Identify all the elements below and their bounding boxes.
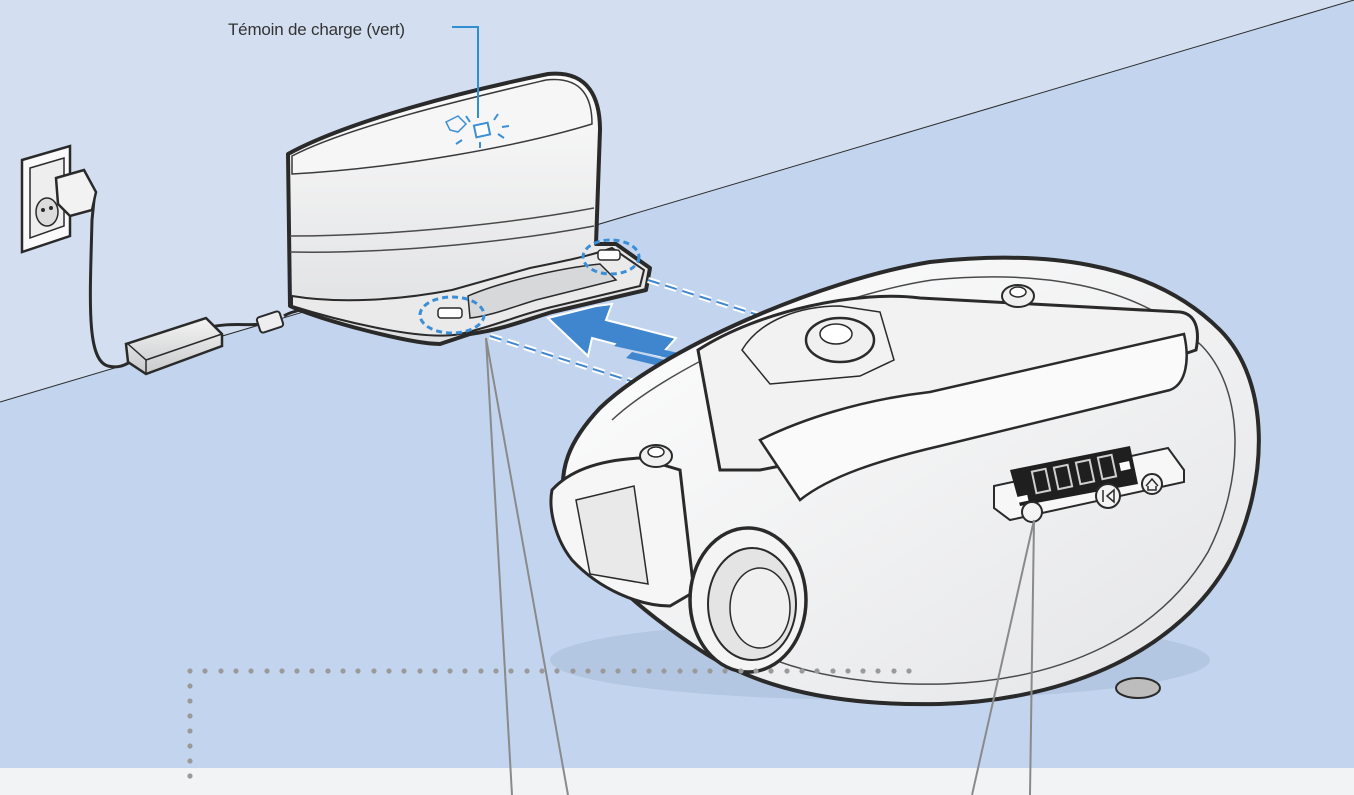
frame-dot <box>845 668 851 674</box>
wall-floor-edge <box>0 0 1354 403</box>
pointer-lines <box>485 337 1035 795</box>
frame-dot <box>187 773 193 779</box>
frame-dot <box>508 668 514 674</box>
frame-dot <box>524 668 530 674</box>
frame-dot <box>646 668 652 674</box>
charging-dock <box>286 71 652 346</box>
frame-dot <box>187 758 193 764</box>
frame-dot <box>799 668 805 674</box>
frame-dot <box>187 698 193 704</box>
frame-dot <box>692 668 698 674</box>
frame-dot <box>447 668 453 674</box>
frame-dot <box>875 668 881 674</box>
frame-dot <box>325 668 331 674</box>
frame-dot <box>340 668 346 674</box>
frame-dot <box>906 668 912 674</box>
power-adapter <box>124 316 224 376</box>
charging-indicator-label: Témoin de charge (vert) <box>228 20 405 39</box>
frame-dot <box>462 668 468 674</box>
frame-dot <box>493 668 499 674</box>
frame-dot <box>248 668 254 674</box>
frame-dot <box>570 668 576 674</box>
dock-contact-right-highlight <box>581 238 641 276</box>
charging-indicator-icon <box>444 113 510 148</box>
frame-dot <box>218 668 224 674</box>
home-button-icon <box>1141 473 1163 495</box>
power-cable <box>54 168 301 369</box>
robot-vacuum <box>549 255 1261 707</box>
frame-dot <box>432 668 438 674</box>
frame-dot <box>401 668 407 674</box>
frame-dot <box>187 668 193 674</box>
frame-dot <box>202 668 208 674</box>
frame-dot <box>187 713 193 719</box>
frame-dot <box>309 668 315 674</box>
frame-dot <box>279 668 285 674</box>
frame-dot <box>860 668 866 674</box>
frame-dot <box>386 668 392 674</box>
frame-dot <box>615 668 621 674</box>
dock-contact-left-highlight <box>418 295 486 335</box>
frame-dot <box>478 668 484 674</box>
frame-dot <box>600 668 606 674</box>
spot-clean-button-icon <box>1021 501 1043 523</box>
frame-dot <box>631 668 637 674</box>
frame-dot <box>264 668 270 674</box>
control-panel <box>993 446 1185 523</box>
frame-dot <box>891 668 897 674</box>
frame-dot <box>539 668 545 674</box>
frame-dot <box>661 668 667 674</box>
frame-dot <box>371 668 377 674</box>
sensor-peg-right <box>1001 284 1035 308</box>
frame-dot <box>187 728 193 734</box>
callout-leader-line <box>452 26 479 118</box>
frame-dot <box>753 668 759 674</box>
frame-dot <box>677 668 683 674</box>
display-screen <box>1010 446 1138 506</box>
bottom-band <box>0 768 1354 795</box>
frame-dot <box>722 668 728 674</box>
frame-dot <box>738 668 744 674</box>
display-digits <box>1030 453 1118 495</box>
frame-dot <box>585 668 591 674</box>
frame-dot <box>784 668 790 674</box>
frame-dot <box>554 668 560 674</box>
frame-dot <box>707 668 713 674</box>
frame-dot <box>187 743 193 749</box>
sensor-peg-left <box>639 444 673 468</box>
frame-dot <box>814 668 820 674</box>
frame-dot <box>768 668 774 674</box>
frame-dot <box>294 668 300 674</box>
frame-dot <box>417 668 423 674</box>
frame-dot <box>355 668 361 674</box>
dotted-callout-frame <box>187 668 912 779</box>
frame-dot <box>187 683 193 689</box>
frame-dot <box>830 668 836 674</box>
frame-dot <box>233 668 239 674</box>
